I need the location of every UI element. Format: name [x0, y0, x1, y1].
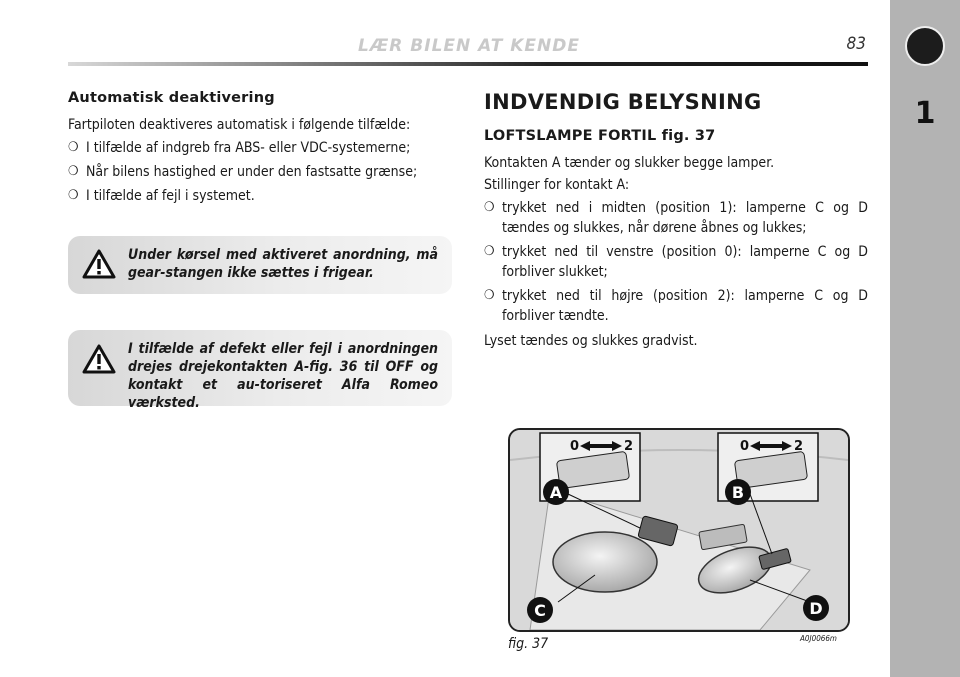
svg-text:B: B — [732, 483, 744, 502]
section-heading: LOFTSLAMPE FORTIL fig. 37 — [484, 128, 716, 144]
warning-text: Under kørsel med aktiveret anordning, må… — [128, 247, 438, 281]
callout-b: B — [725, 479, 751, 505]
label-position-0: 0 — [570, 439, 579, 454]
bullet-marker-icon: ❍ — [484, 200, 495, 215]
list-item: ❍ I tilfælde af indgreb fra ABS- eller V… — [68, 140, 411, 156]
label-position-0: 0 — [740, 439, 749, 454]
callout-a: A — [543, 479, 569, 505]
callout-d: D — [803, 595, 829, 621]
list-item: ❍ trykket ned i midten (position 1): lam… — [484, 200, 868, 236]
switch-b-icon — [758, 548, 792, 570]
warning-text: I tilfælde af defekt eller fejl i anordn… — [128, 341, 438, 411]
warning-box: Under kørsel med aktiveret anordning, må… — [68, 236, 452, 294]
list-item: ❍ Når bilens hastighed er under den fast… — [68, 164, 418, 180]
bullet-marker-icon: ❍ — [484, 288, 495, 303]
label-position-2: 2 — [794, 439, 803, 454]
running-title: LÆR BILEN AT KENDE — [358, 36, 580, 56]
figure-code: A0J0066m — [800, 634, 837, 643]
callout-c: C — [527, 597, 553, 623]
intro-text: Fartpiloten deaktiveres automatisk i føl… — [68, 117, 411, 133]
ceiling-lamp-illustration: 0 2 0 2 A B C D — [510, 430, 848, 630]
page-number: 83 — [846, 34, 866, 54]
bullet-marker-icon: ❍ — [484, 244, 495, 259]
body-text: Stillinger for kontakt A: — [484, 177, 630, 193]
bullet-marker-icon: ❍ — [68, 188, 79, 203]
body-text: Kontakten A tænder og slukker begge lamp… — [484, 155, 775, 171]
chapter-tab — [890, 0, 960, 677]
warning-box: I tilfælde af defekt eller fejl i anordn… — [68, 330, 452, 411]
double-arrow-icon — [750, 441, 792, 451]
svg-text:A: A — [550, 483, 563, 502]
header-rule — [68, 62, 868, 66]
figure-caption: fig. 37 — [508, 636, 549, 652]
page-title: INDVENDIG BELYSNING — [484, 90, 762, 114]
section-heading: Automatisk deaktivering — [68, 90, 275, 106]
bullet-marker-icon: ❍ — [68, 164, 79, 179]
lamp-c-icon — [552, 531, 658, 593]
warning-triangle-icon — [82, 249, 116, 279]
right-column: INDVENDIG BELYSNING LOFTSLAMPE FORTIL fi… — [484, 90, 868, 352]
label-position-2: 2 — [624, 439, 633, 454]
body-text: Lyset tændes og slukkes gradvist. — [484, 333, 698, 349]
figure-illustration: 0 2 0 2 A B C D — [508, 428, 850, 632]
left-column: Automatisk deaktivering Fartpiloten deak… — [68, 90, 452, 210]
list-item: ❍ trykket ned til højre (position 2): la… — [484, 288, 868, 324]
page-header: LÆR BILEN AT KENDE 83 — [68, 30, 868, 70]
svg-text:C: C — [534, 601, 546, 620]
warning-triangle-icon — [82, 344, 116, 374]
list-item: ❍ trykket ned til venstre (position 0): … — [484, 244, 868, 280]
alfa-romeo-logo-icon — [905, 26, 945, 66]
list-item: ❍ I tilfælde af fejl i systemet. — [68, 188, 255, 204]
double-arrow-icon — [580, 441, 622, 451]
bullet-marker-icon: ❍ — [68, 140, 79, 155]
chapter-number: 1 — [914, 96, 936, 131]
switch-a-icon — [637, 515, 679, 547]
svg-text:D: D — [809, 599, 822, 618]
